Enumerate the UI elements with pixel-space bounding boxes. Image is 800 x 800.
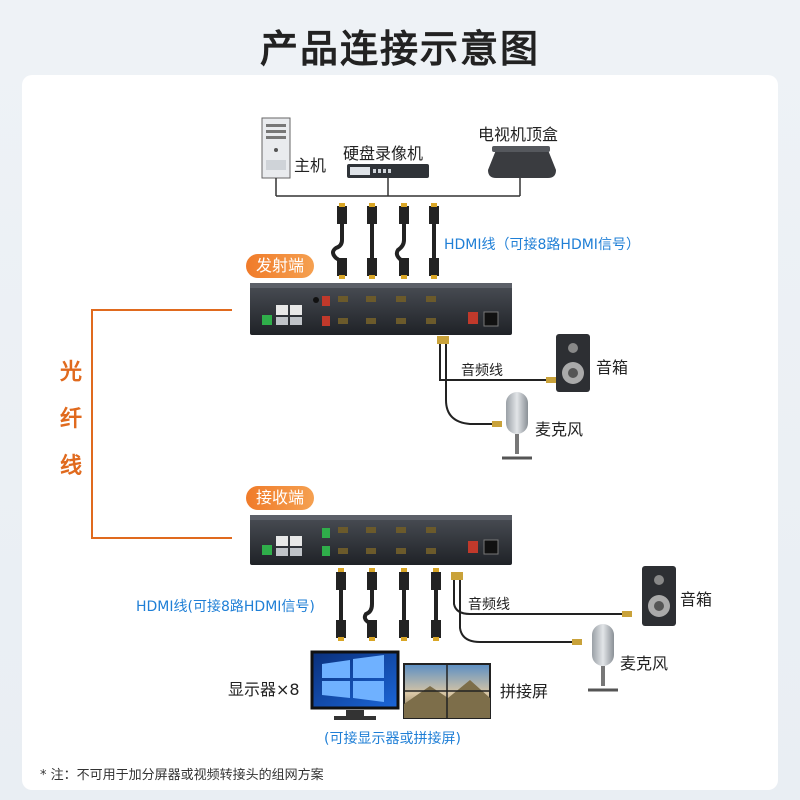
footnote: * 注：不可用于加分屏器或视频转接头的组网方案 [40, 768, 324, 783]
transmitter-audio-cables [439, 340, 550, 425]
receiver-audio-label: 音频线 [468, 597, 510, 613]
receiver-hdmi-note: HDMI线(可接8路HDMI信号) [136, 599, 315, 615]
transmitter-speaker-label: 音箱 [596, 358, 629, 377]
transmitter-audio-label: 音频线 [461, 363, 503, 379]
page-title: 产品连接示意图 [259, 27, 540, 71]
receiver-speaker-label: 音箱 [680, 590, 713, 609]
stb-label: 电视机顶盒 [478, 125, 559, 144]
speaker-icon-receiver [642, 566, 676, 626]
receiver-mic-label: 麦克风 [620, 654, 669, 673]
microphone-icon-receiver [588, 624, 618, 692]
transmitter-hdmi-note: HDMI线（可接8路HDMI信号） [444, 237, 640, 253]
display-note: (可接显示器或拼接屏) [324, 731, 461, 747]
microphone-icon [502, 392, 532, 460]
splice-screen-label: 拼接屏 [500, 682, 549, 701]
monitor-icon [310, 650, 400, 720]
hdmi-cables-top [331, 222, 436, 264]
host-label: 主机 [294, 156, 327, 175]
hdmi-cables-bottom [339, 588, 438, 626]
fiber-label-2: 纤 [60, 407, 83, 432]
transmitter-unit [250, 283, 512, 335]
diagram-card [22, 75, 778, 790]
transmitter-mic-label: 麦克风 [535, 420, 584, 439]
nvr-recorder-icon [347, 164, 429, 178]
splice-screen-icon [403, 663, 491, 719]
fiber-label-3: 线 [60, 454, 83, 479]
fiber-line [91, 309, 232, 539]
monitor-label: 显示器×8 [228, 680, 300, 699]
receiver-audio-cables [453, 578, 626, 643]
fiber-label-1: 光 [60, 360, 83, 385]
settop-box-icon [488, 146, 556, 178]
host-pc-icon [261, 117, 291, 179]
receiver-unit [250, 515, 512, 565]
transmitter-tag: 发射端 [246, 254, 315, 278]
nvr-label: 硬盘录像机 [343, 144, 424, 163]
speaker-icon [556, 334, 590, 392]
receiver-tag: 接收端 [246, 486, 315, 510]
